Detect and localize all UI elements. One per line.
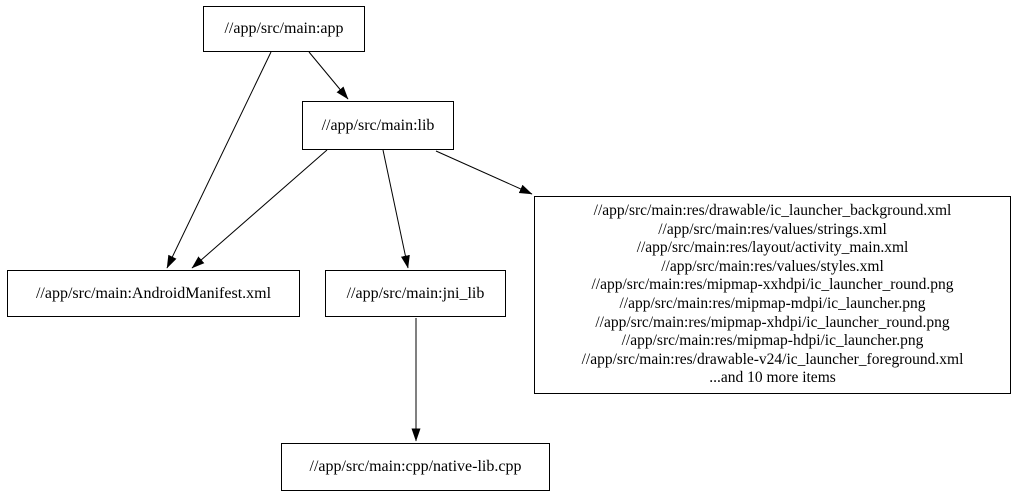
edge-app-to-lib bbox=[308, 51, 349, 100]
node-resources-group: //app/src/main:res/drawable/ic_launcher_… bbox=[534, 196, 1011, 394]
edge-lib-to-manifest bbox=[191, 149, 328, 269]
edge-lib-to-resources bbox=[435, 150, 533, 195]
node-line: //app/src/main:res/drawable-v24/ic_launc… bbox=[581, 350, 964, 368]
node-line: //app/src/main:res/layout/activity_main.… bbox=[636, 239, 909, 257]
node-jni-lib-label: //app/src/main:jni_lib bbox=[346, 284, 485, 302]
node-line: //app/src/main:res/mipmap-xxhdpi/ic_laun… bbox=[591, 276, 954, 294]
node-line: //app/src/main:res/mipmap-xhdpi/ic_launc… bbox=[595, 313, 950, 331]
node-android-manifest: //app/src/main:AndroidManifest.xml bbox=[7, 270, 300, 317]
node-native-lib-cpp-label: //app/src/main:cpp/native-lib.cpp bbox=[309, 458, 522, 475]
node-lib-label: //app/src/main:lib bbox=[321, 116, 435, 134]
node-line: //app/src/main:res/values/strings.xml bbox=[658, 220, 887, 238]
node-line: //app/src/main:res/mipmap-hdpi/ic_launch… bbox=[621, 332, 924, 350]
edge-lib-to-jni-lib bbox=[382, 149, 410, 269]
node-app-label: //app/src/main:app bbox=[224, 20, 344, 37]
edge-app-to-manifest bbox=[166, 51, 272, 269]
node-line: ...and 10 more items bbox=[709, 369, 836, 387]
node-resources-group-label: //app/src/main:res/drawable/ic_launcher_… bbox=[582, 202, 964, 388]
node-native-lib-cpp: //app/src/main:cpp/native-lib.cpp bbox=[281, 443, 550, 491]
node-lib: //app/src/main:lib bbox=[302, 101, 454, 150]
node-android-manifest-label: //app/src/main:AndroidManifest.xml bbox=[35, 284, 272, 302]
node-line: //app/src/main:res/values/styles.xml bbox=[661, 257, 884, 275]
node-line: //app/src/main:res/drawable/ic_launcher_… bbox=[593, 202, 952, 220]
node-line: //app/src/main:res/mipmap-mdpi/ic_launch… bbox=[619, 295, 926, 312]
node-app: //app/src/main:app bbox=[203, 6, 365, 52]
node-jni-lib: //app/src/main:jni_lib bbox=[325, 270, 506, 317]
